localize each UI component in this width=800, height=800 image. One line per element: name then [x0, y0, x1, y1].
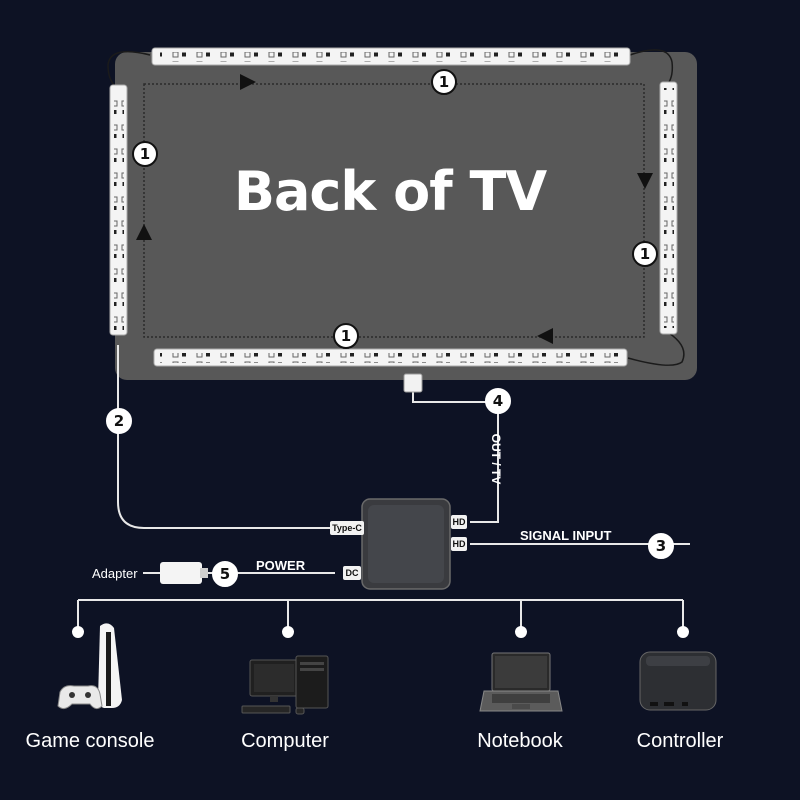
arrow-down-icon — [637, 173, 653, 189]
strip-marker-right: 1 — [632, 241, 658, 267]
computer-icon — [241, 655, 329, 715]
game-console-icon — [57, 623, 122, 710]
strip-marker-bottom: 1 — [333, 323, 359, 349]
camera-module — [403, 373, 423, 393]
dc-port: DC — [343, 566, 361, 580]
device-label-game-console: Game console — [25, 730, 155, 752]
strip-path-outline — [143, 83, 645, 338]
strip-marker-left: 1 — [132, 141, 158, 167]
device-label-controller: Controller — [636, 730, 724, 752]
tv-back-panel — [115, 52, 697, 380]
device-label-notebook: Notebook — [477, 730, 563, 752]
led-strip-right — [659, 81, 678, 335]
control-box — [361, 498, 451, 590]
power-adapter — [160, 562, 202, 584]
device-label-computer: Computer — [241, 730, 329, 752]
typec-cable — [117, 345, 330, 529]
out-tv-label: OUT / TV — [489, 433, 503, 485]
adapter-label: Adapter — [92, 566, 138, 581]
hd-in-port: HD — [451, 537, 467, 551]
cables — [77, 345, 690, 630]
typec-port: Type-C — [330, 521, 364, 535]
signal-number: 3 — [648, 533, 674, 559]
led-strip-top — [151, 47, 631, 66]
power-number: 5 — [212, 561, 238, 587]
controller-icon — [639, 651, 717, 711]
device-bus — [77, 599, 684, 630]
hd-out-port: HD — [451, 515, 467, 529]
led-strip-left — [109, 84, 128, 336]
strip-marker-top: 1 — [431, 69, 457, 95]
direction-arrows — [136, 74, 653, 344]
power-label: POWER — [256, 558, 306, 573]
out-tv-number: 4 — [485, 388, 511, 414]
bus-endpoints — [72, 626, 689, 638]
tv-title: Back of TV — [233, 160, 547, 223]
arrow-left-icon — [537, 328, 553, 344]
arrow-right-icon — [240, 74, 256, 90]
signal-input-label: SIGNAL INPUT — [520, 528, 612, 543]
sync-cable-number: 2 — [106, 408, 132, 434]
led-strip-bottom — [153, 348, 628, 367]
arrow-up-icon — [136, 224, 152, 240]
notebook-icon — [479, 652, 563, 712]
